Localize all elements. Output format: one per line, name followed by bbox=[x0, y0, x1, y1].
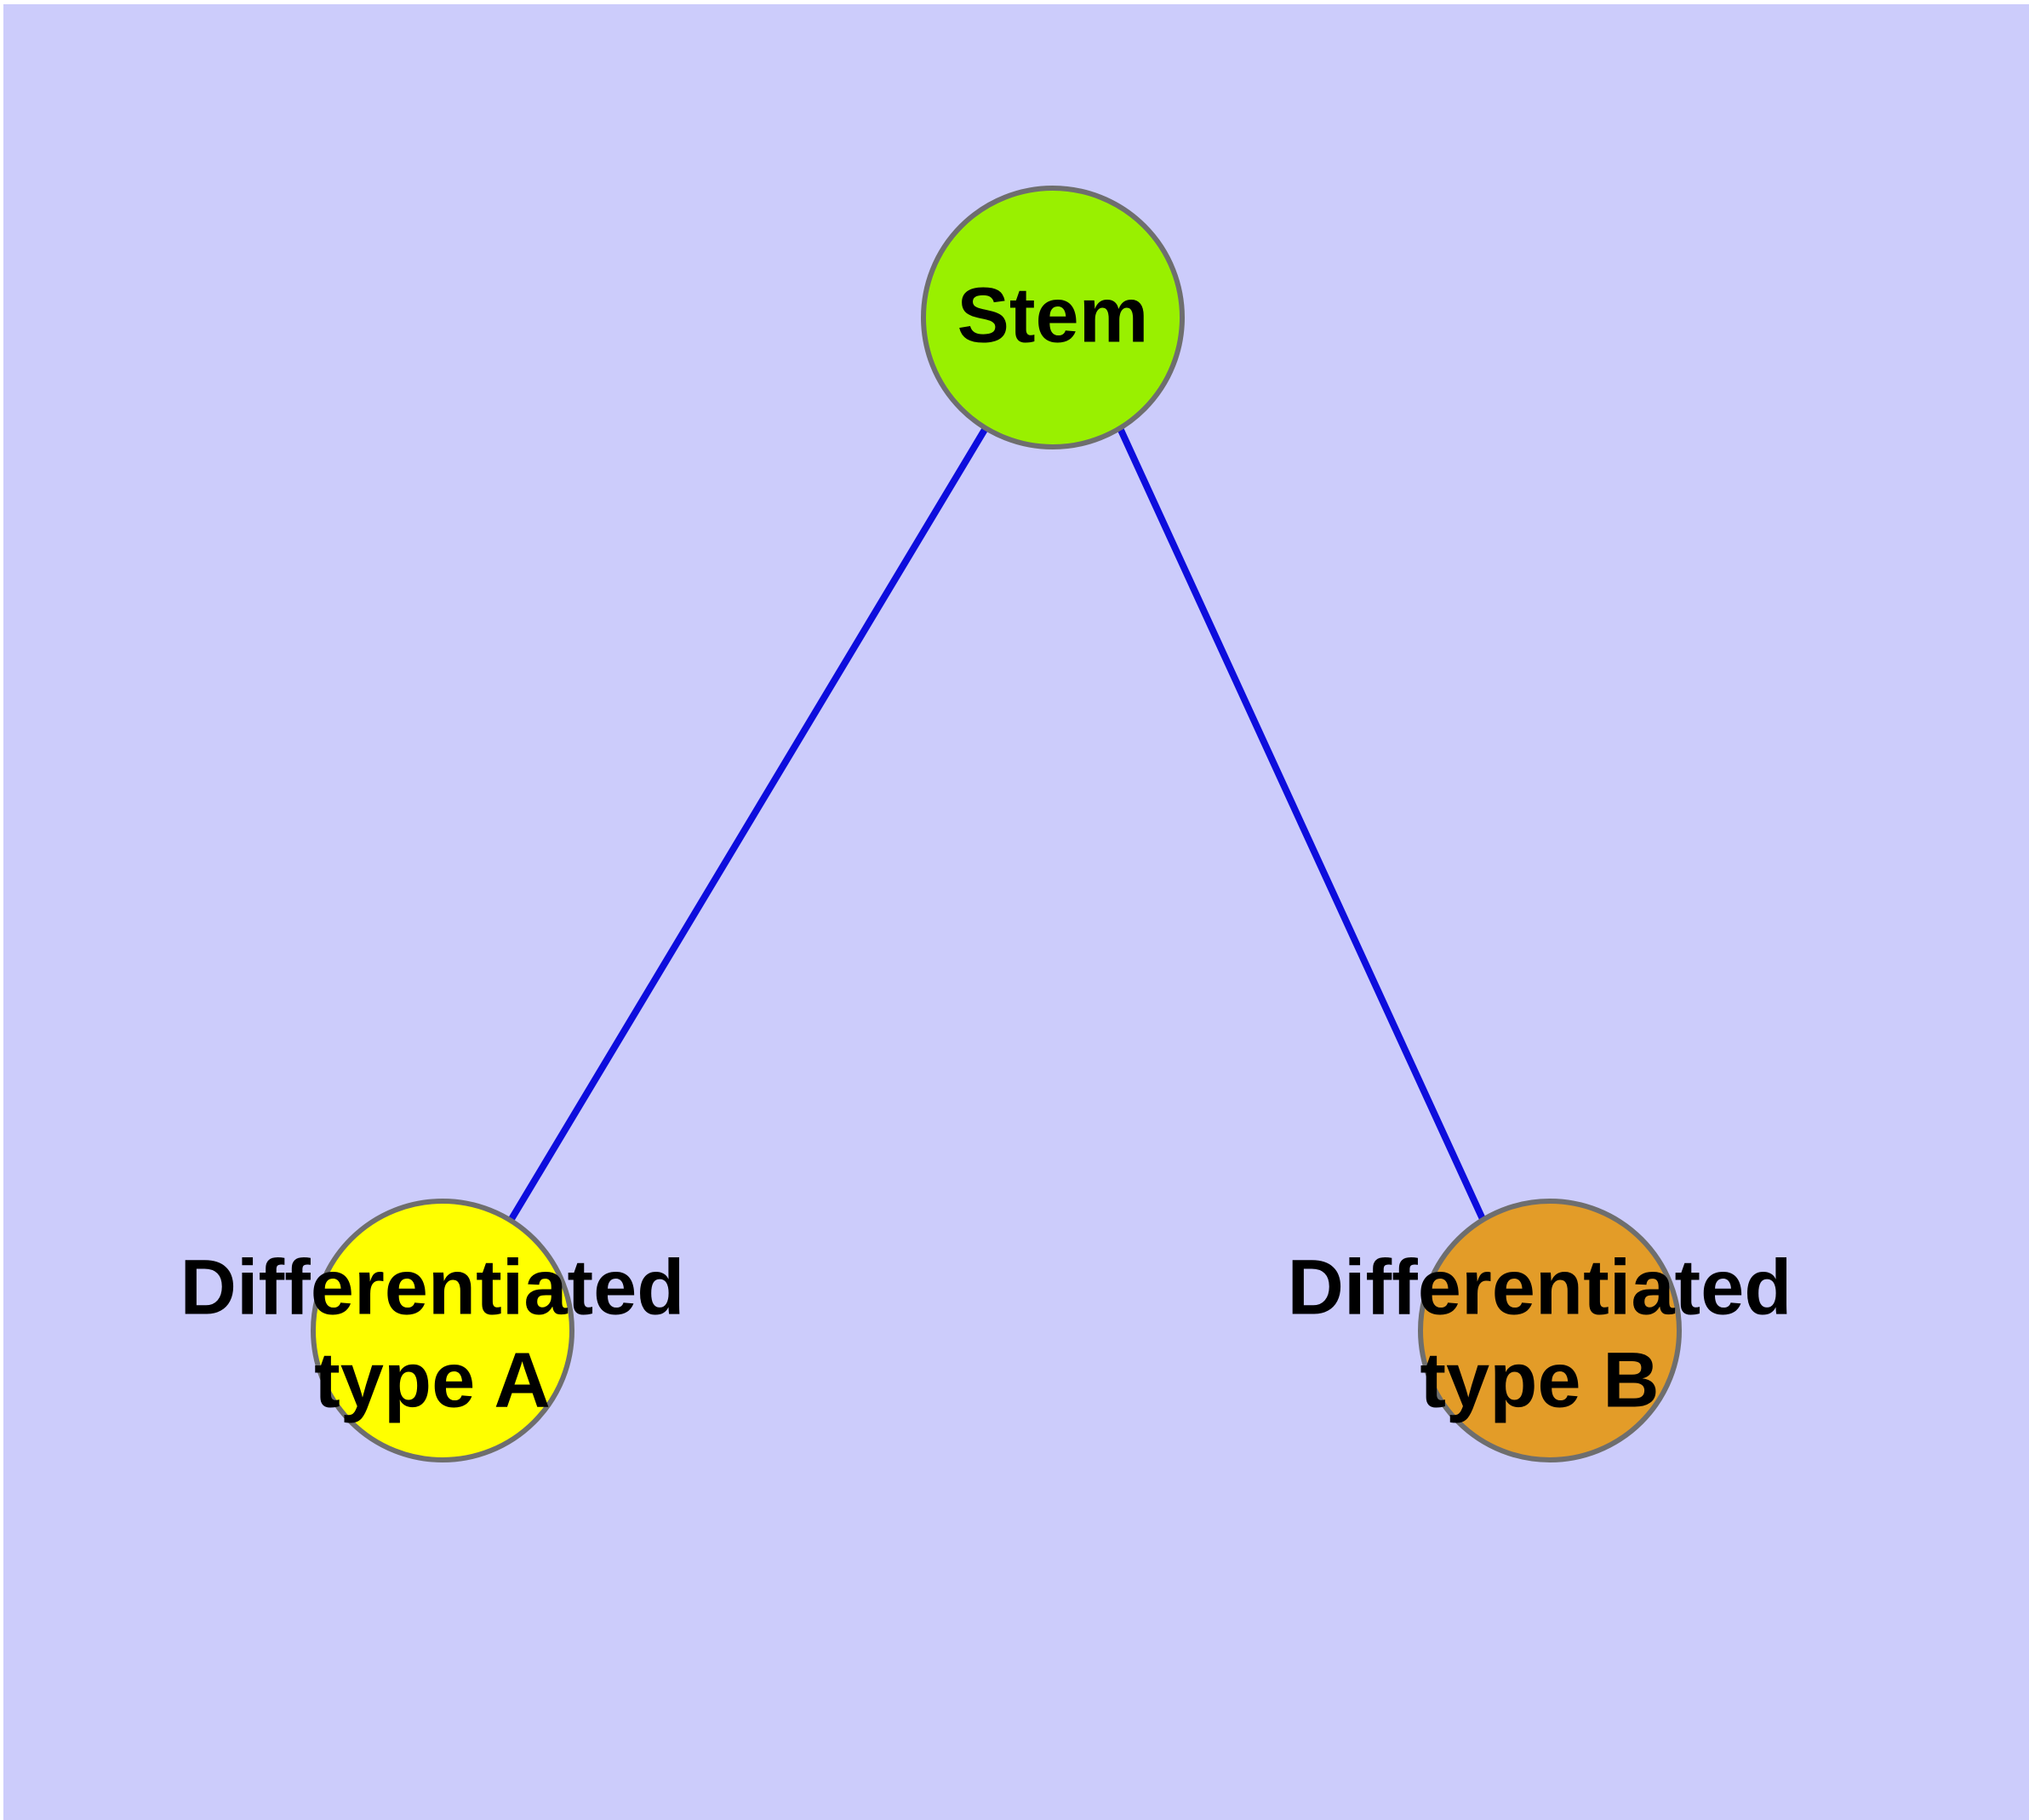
node-diff-a-circle[interactable] bbox=[311, 1199, 574, 1462]
node-stem-circle[interactable] bbox=[921, 186, 1185, 449]
node-stem[interactable] bbox=[921, 186, 1185, 449]
node-diff-b[interactable] bbox=[1418, 1199, 1682, 1462]
node-diff-a-label-line1: Differentiated bbox=[180, 1244, 685, 1331]
node-diff-b-label-line2: type B bbox=[1420, 1336, 1659, 1423]
node-diff-a[interactable] bbox=[311, 1199, 574, 1462]
edge-layer bbox=[508, 426, 1486, 1222]
node-diff-b-label-line1: Differentiated bbox=[1288, 1244, 1792, 1331]
node-layer bbox=[311, 186, 1682, 1462]
node-diff-a-label-line2: type A bbox=[314, 1336, 551, 1423]
edge-stem-to-diff-a[interactable] bbox=[508, 426, 989, 1222]
label-layer: Stem Differentiated type A Differentiate… bbox=[180, 272, 1792, 1423]
node-stem-label: Stem bbox=[957, 272, 1149, 358]
node-diff-b-circle[interactable] bbox=[1418, 1199, 1682, 1462]
edge-stem-to-diff-b[interactable] bbox=[1117, 426, 1486, 1221]
